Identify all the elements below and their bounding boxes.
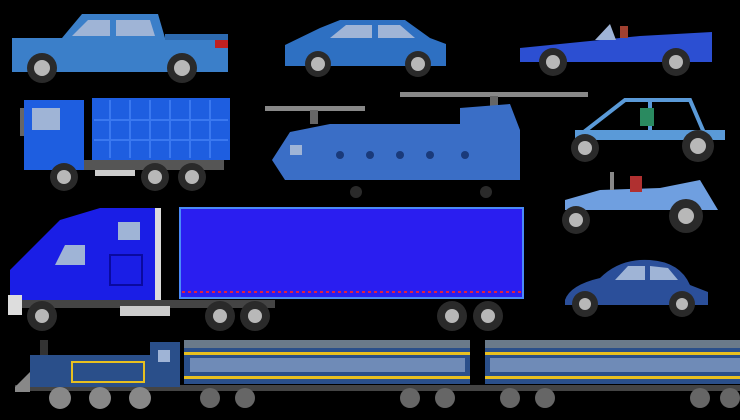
convertible [520, 24, 712, 76]
semi-truck [8, 207, 524, 331]
beach-buggy [562, 172, 718, 234]
helicopter [265, 92, 588, 198]
pickup-truck [12, 14, 228, 83]
dune-buggy [571, 98, 725, 162]
beetle-car [565, 259, 708, 317]
dump-truck [20, 98, 230, 191]
locomotive [15, 340, 180, 409]
passenger-car-2 [485, 340, 740, 408]
sedan [285, 20, 446, 77]
passenger-car-1 [184, 340, 470, 408]
steam-train [15, 340, 740, 409]
